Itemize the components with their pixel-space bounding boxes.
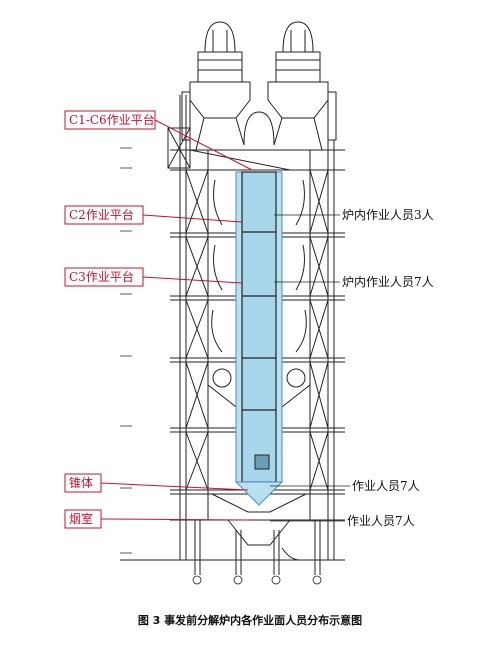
label-c3-box: C3作业平台 <box>64 267 243 287</box>
figure-caption: 图 3 事发前分解炉内各作业面人员分布示意图 <box>138 613 362 627</box>
elevation-marks <box>120 147 132 554</box>
annotation-cone7: 作业人员7人 <box>270 479 420 493</box>
annotation-smoke7-text: 作业人员7人 <box>347 514 415 528</box>
label-smoke-box: 烟室 <box>64 509 249 529</box>
label-c1c6-box: C1-C6作业平台 <box>64 110 253 171</box>
annotation-furnace7: 炉内作业人员7人 <box>274 275 434 289</box>
annotation-furnace7-text: 炉内作业人员7人 <box>342 275 434 289</box>
label-c3: C3作业平台 <box>69 269 134 284</box>
main-frame <box>120 95 345 575</box>
left-cyclone <box>181 21 251 141</box>
annotation-furnace3: 炉内作业人员3人 <box>274 208 434 222</box>
top-dome <box>195 111 323 151</box>
column-markers <box>192 575 322 585</box>
label-c2: C2作业平台 <box>69 207 134 222</box>
right-cyclone <box>267 21 337 141</box>
annotation-furnace3-text: 炉内作业人员3人 <box>342 208 434 222</box>
annotation-cone7-text: 作业人员7人 <box>352 479 420 493</box>
label-c2-box: C2作业平台 <box>64 205 243 225</box>
left-stair <box>167 127 291 171</box>
label-smoke: 烟室 <box>69 511 93 526</box>
annotation-smoke7: 作业人员7人 <box>270 514 415 528</box>
label-cone-box: 锥体 <box>64 473 249 493</box>
working-shaft <box>234 171 284 506</box>
label-cone: 锥体 <box>69 476 93 490</box>
label-c1c6: C1-C6作业平台 <box>69 112 155 127</box>
